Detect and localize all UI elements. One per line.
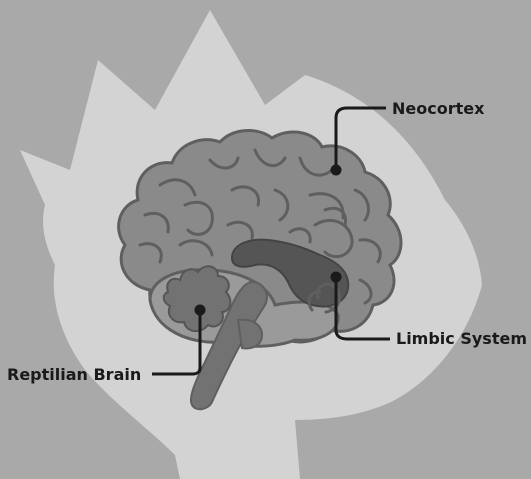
limbic-system-label: Limbic System bbox=[396, 329, 527, 349]
reptilian-brain-label: Reptilian Brain bbox=[7, 365, 141, 385]
reptilian-pointer-dot bbox=[195, 305, 206, 316]
neocortex-pointer-dot bbox=[331, 165, 342, 176]
limbic-pointer-dot bbox=[331, 272, 342, 283]
neocortex-label: Neocortex bbox=[392, 99, 484, 119]
